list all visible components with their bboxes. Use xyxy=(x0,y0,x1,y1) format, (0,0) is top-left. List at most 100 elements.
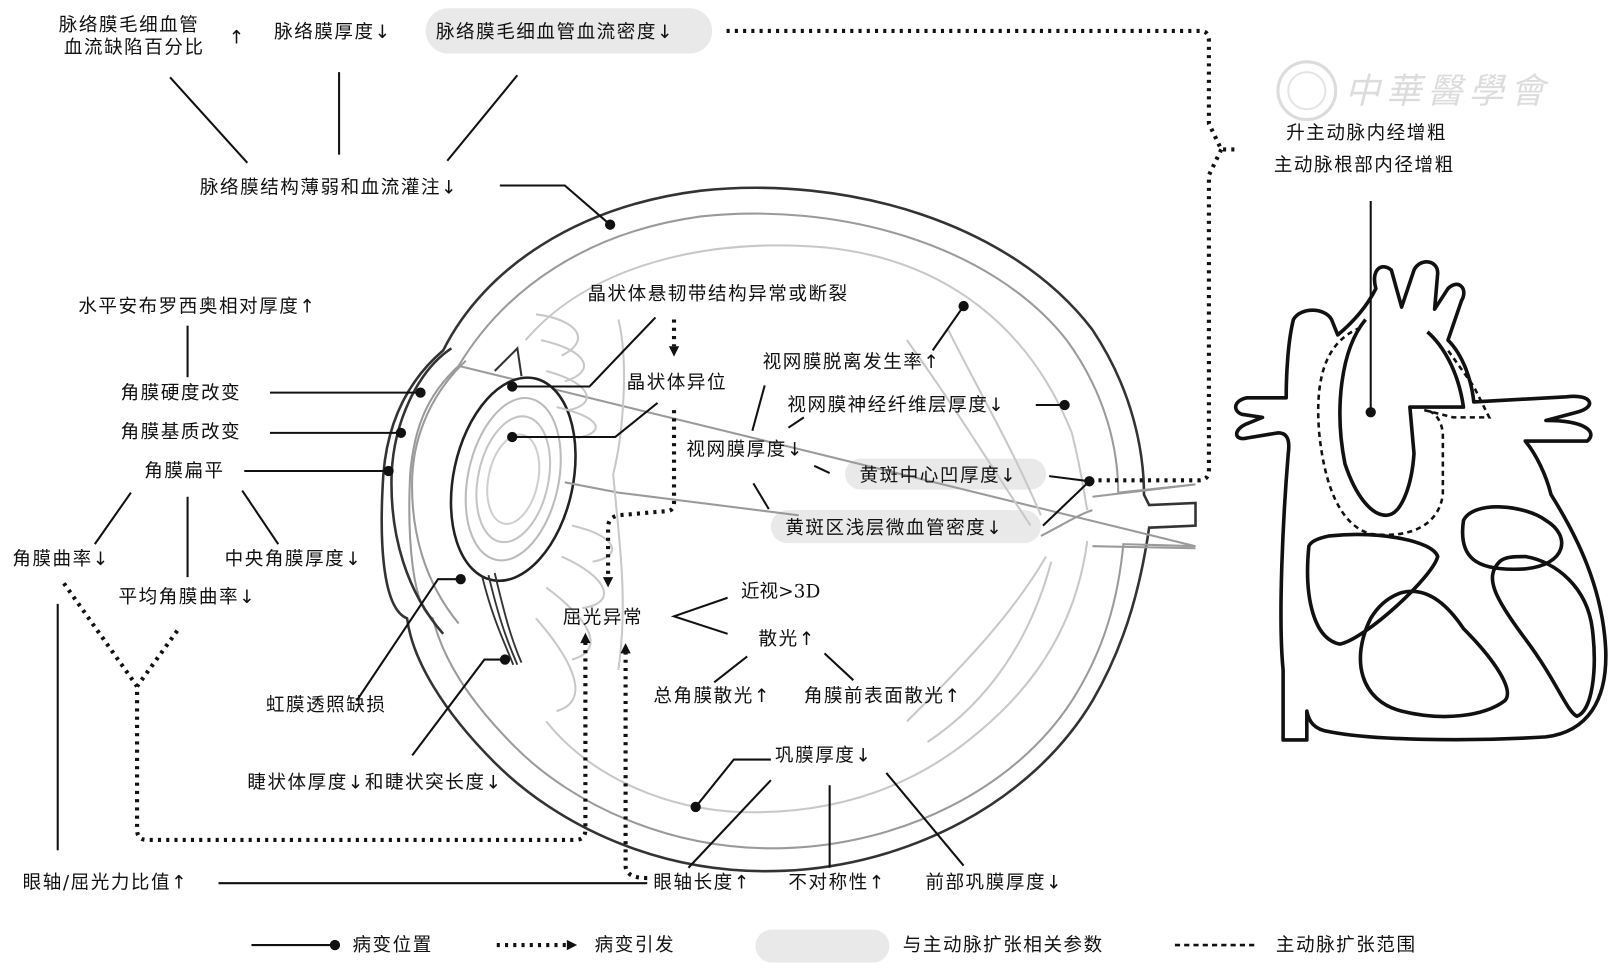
highlight-pill-fovea xyxy=(845,458,1047,490)
lens xyxy=(449,376,577,583)
ciliary-processes xyxy=(535,313,626,713)
label-refraction-error: 屈光异常 xyxy=(563,608,643,629)
lesion-dot xyxy=(1059,399,1070,411)
connector-line xyxy=(499,184,611,226)
label-choroid-structure: 脉络膜结构薄弱和血流灌注↓ xyxy=(200,178,458,199)
connector-line xyxy=(885,772,965,867)
lesion-dot xyxy=(1365,407,1376,418)
label-astigmatism: 散光↑ xyxy=(759,629,816,650)
connector-line xyxy=(355,578,461,702)
lesion-dot xyxy=(958,300,969,312)
lesion-dot xyxy=(395,427,407,439)
label-myopia: 近视>3D xyxy=(741,582,820,603)
lesion-dot xyxy=(604,219,616,230)
highlight-pill-choroid-density xyxy=(425,8,713,54)
refraction-group: 屈光异常 近视>3D 散光↑ 总角膜散光↑ 角膜前表面散光↑ xyxy=(563,582,960,881)
connector-line xyxy=(411,658,505,757)
label-macular-vessel-density: 黄斑区浅层微血管密度↓ xyxy=(785,518,1003,539)
left-atrium xyxy=(1460,505,1564,572)
label-asymmetry: 不对称性↑ xyxy=(788,872,885,893)
label-choroid-thickness: 脉络膜厚度↓ xyxy=(274,22,392,43)
legend-dilation-range: 主动脉扩张范围 xyxy=(1276,935,1417,956)
legend-lesion-induced: 病变引发 xyxy=(595,935,675,956)
legend-aortic-related: 与主动脉扩张相关参数 xyxy=(903,935,1104,956)
watermark-seal-icon xyxy=(1276,60,1338,122)
label-aortic-root: 主动脉根部内径增粗 xyxy=(1274,155,1455,176)
connector-line xyxy=(512,316,657,388)
label-cornea-matrix: 角膜基质改变 xyxy=(121,422,242,443)
label-mean-cornea-curvature: 平均角膜曲率↓ xyxy=(119,587,257,608)
connector-line xyxy=(169,76,249,164)
label-retinal-thickness: 视网膜厚度↓ xyxy=(686,440,804,461)
connector-line xyxy=(446,74,519,162)
arrow-head-icon xyxy=(620,643,631,654)
connector-line xyxy=(512,402,659,439)
connector-line xyxy=(241,489,280,545)
label-rnfl-thickness: 视网膜神经纤维层厚度↓ xyxy=(787,395,1005,416)
hyaloid-canal xyxy=(564,481,799,517)
right-atrium xyxy=(1305,532,1440,646)
label-choroid-flow-deficit-line2: 血流缺陷百分比 xyxy=(64,38,205,59)
heart-outline xyxy=(1233,260,1608,742)
connector-line xyxy=(751,385,766,432)
lesion-dot xyxy=(455,574,466,585)
cornea-group: 水平安布罗西奥相对厚度↑ 角膜硬度改变 角膜基质改变 角膜扁平 角膜曲率↓ 中央… xyxy=(12,296,591,851)
lens-group: 晶状体悬韧带结构异常或断裂 晶状体异位 xyxy=(507,284,848,588)
label-cornea-stiffness: 角膜硬度改变 xyxy=(121,383,242,404)
label-choroid-capillary-density: 脉络膜毛细血管血流密度↓ xyxy=(436,22,674,43)
arrow-up-icon: ↑ xyxy=(229,27,246,48)
highlight-pill-macular xyxy=(770,510,1041,544)
sclera-group: 巩膜厚度↓ 眼轴长度↑ 不对称性↑ 前部巩膜厚度↓ 眼轴/屈光力比值↑ xyxy=(23,746,1063,894)
legend-highlight-swatch xyxy=(755,929,890,963)
connector-line xyxy=(1042,480,1091,527)
label-choroid-flow-deficit-line1: 脉络膜毛细血管 xyxy=(59,15,200,36)
legend: 病变位置 病变引发 与主动脉扩张相关参数 主动脉扩张范围 xyxy=(251,929,1417,963)
lesion-dot xyxy=(1084,476,1095,487)
label-retinal-detachment: 视网膜脱离发生率↑ xyxy=(763,352,941,373)
eye-illustration xyxy=(380,186,1197,873)
connector-line xyxy=(787,416,805,429)
connector-line xyxy=(93,492,132,545)
label-fovea-thickness: 黄斑中心凹厚度↓ xyxy=(860,465,1018,486)
iris-ciliary-group: 虹膜透照缺损 睫状体厚度↓和睫状突长度↓ xyxy=(247,574,511,793)
label-anterior-sclera-thickness: 前部巩膜厚度↓ xyxy=(925,872,1063,893)
label-cornea-curvature: 角膜曲率↓ xyxy=(12,549,109,570)
label-bowman-thickness: 水平安布罗西奥相对厚度↑ xyxy=(78,296,316,317)
legend-arrow-icon xyxy=(566,939,578,951)
choroid-outline xyxy=(408,212,1196,850)
label-cornea-flattening: 角膜扁平 xyxy=(144,461,224,482)
legend-lesion-site: 病变位置 xyxy=(352,935,432,956)
arrow-head-icon xyxy=(580,632,591,644)
optic-nerve xyxy=(1040,483,1196,550)
label-central-cornea-thickness: 中央角膜厚度↓ xyxy=(225,549,363,570)
retina-outline xyxy=(524,244,1089,814)
connector-line xyxy=(670,596,728,635)
connector-line xyxy=(687,779,772,869)
iris-strands xyxy=(481,572,523,666)
retinal-vessels xyxy=(906,329,1053,743)
label-lens-ectopia: 晶状体异位 xyxy=(627,373,727,394)
lesion-dot xyxy=(507,431,518,443)
lesion-dot xyxy=(690,801,701,813)
arrow-head-icon xyxy=(668,346,680,357)
label-zonule: 晶状体悬韧带结构异常或断裂 xyxy=(587,284,848,305)
lesion-dot xyxy=(383,465,394,477)
dotted-link-axial-refraction xyxy=(623,651,648,881)
lesion-dot xyxy=(415,387,426,398)
label-sclera-thickness: 巩膜厚度↓ xyxy=(775,746,872,767)
connector-line xyxy=(752,482,770,510)
label-al-cr-ratio: 眼轴/屈光力比值↑ xyxy=(23,872,189,893)
connector-line xyxy=(823,652,855,681)
dotted-link-choroid-aorta xyxy=(726,28,1237,483)
watermark: 中華醫學會 xyxy=(1276,60,1551,122)
watermark-text: 中華醫學會 xyxy=(1345,71,1551,112)
sclera-outline xyxy=(380,186,1197,873)
left-ventricle xyxy=(1490,554,1596,719)
retina-group: 视网膜脱离发生率↑ 视网膜神经纤维层厚度↓ 视网膜厚度↓ 黄斑中心凹厚度↓ 黄斑… xyxy=(686,300,1095,539)
aortic-dilation-range xyxy=(1317,326,1492,537)
label-ascending-aorta: 升主动脉内经增粗 xyxy=(1286,123,1447,144)
connector-line xyxy=(694,758,771,808)
connector-line xyxy=(813,464,831,474)
connector-line xyxy=(931,305,965,351)
